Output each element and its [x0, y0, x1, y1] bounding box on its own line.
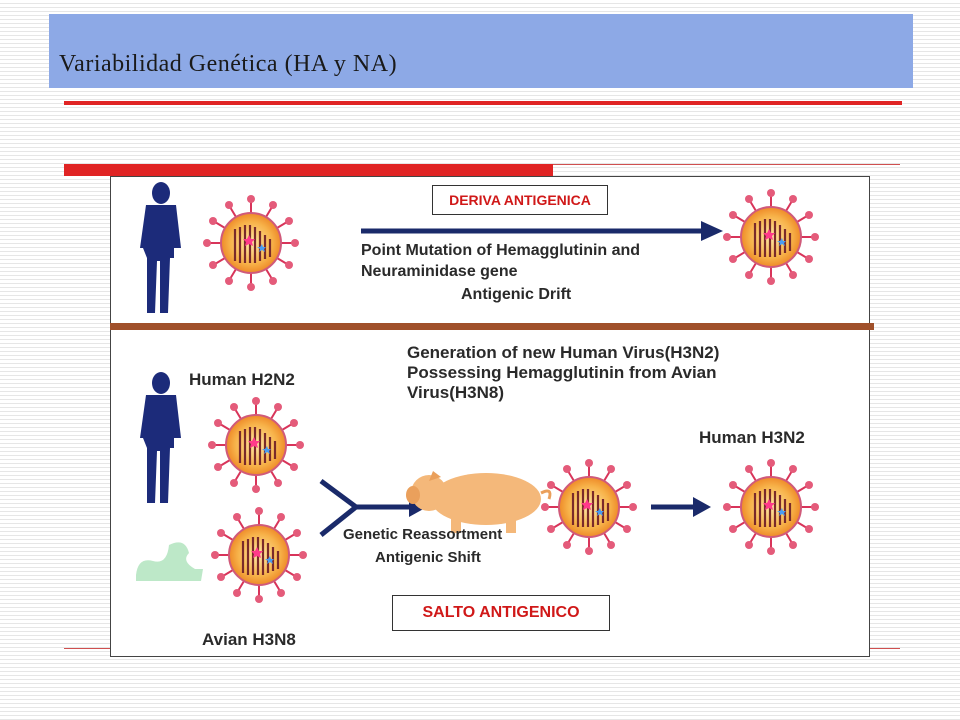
shift-header-line1: Generation of new Human Virus(H3N2)	[407, 343, 720, 362]
human-result-label: Human H3N2	[699, 428, 805, 447]
section-thin-rule	[553, 164, 900, 165]
drift-description-line2: Neuraminidase gene	[361, 263, 518, 280]
virus-icon	[201, 193, 301, 293]
virus-icon	[209, 505, 309, 605]
diagram-graphics	[136, 182, 821, 605]
virus-icon	[206, 395, 306, 495]
drift-label-box: DERIVA ANTIGENICA	[432, 185, 608, 215]
section-accent-bar	[64, 164, 553, 176]
diagram-frame: DERIVA ANTIGENICA Point Mutation of Hema…	[110, 176, 870, 657]
section-divider	[110, 323, 874, 330]
title-underline	[64, 101, 902, 105]
shift-header-line3: Virus(H3N8)	[407, 383, 504, 402]
pig-icon	[406, 471, 552, 533]
arrow-icon	[651, 497, 711, 517]
title-bar: Variabilidad Genética (HA y NA)	[49, 14, 913, 88]
reassortment-line2: Antigenic Shift	[375, 549, 481, 566]
page-title: Variabilidad Genética (HA y NA)	[59, 51, 398, 77]
drift-description-line1: Point Mutation of Hemagglutinin and	[361, 242, 641, 259]
shift-label-box: SALTO ANTIGENICO	[392, 595, 610, 631]
drift-description-line3: Antigenic Drift	[461, 286, 572, 303]
reassortment-line1: Genetic Reassortment	[343, 526, 503, 543]
shift-header-line2: Possessing Hemagglutinin from Avian	[407, 363, 717, 382]
virus-icon	[721, 457, 821, 557]
duck-icon	[136, 542, 203, 581]
person-icon	[140, 182, 181, 313]
avian-source-label: Avian H3N8	[202, 630, 296, 649]
person-icon	[140, 372, 181, 503]
arrow-icon	[361, 221, 723, 241]
human-source-label: Human H2N2	[189, 370, 295, 389]
virus-icon	[721, 187, 821, 287]
virus-icon	[539, 457, 639, 557]
